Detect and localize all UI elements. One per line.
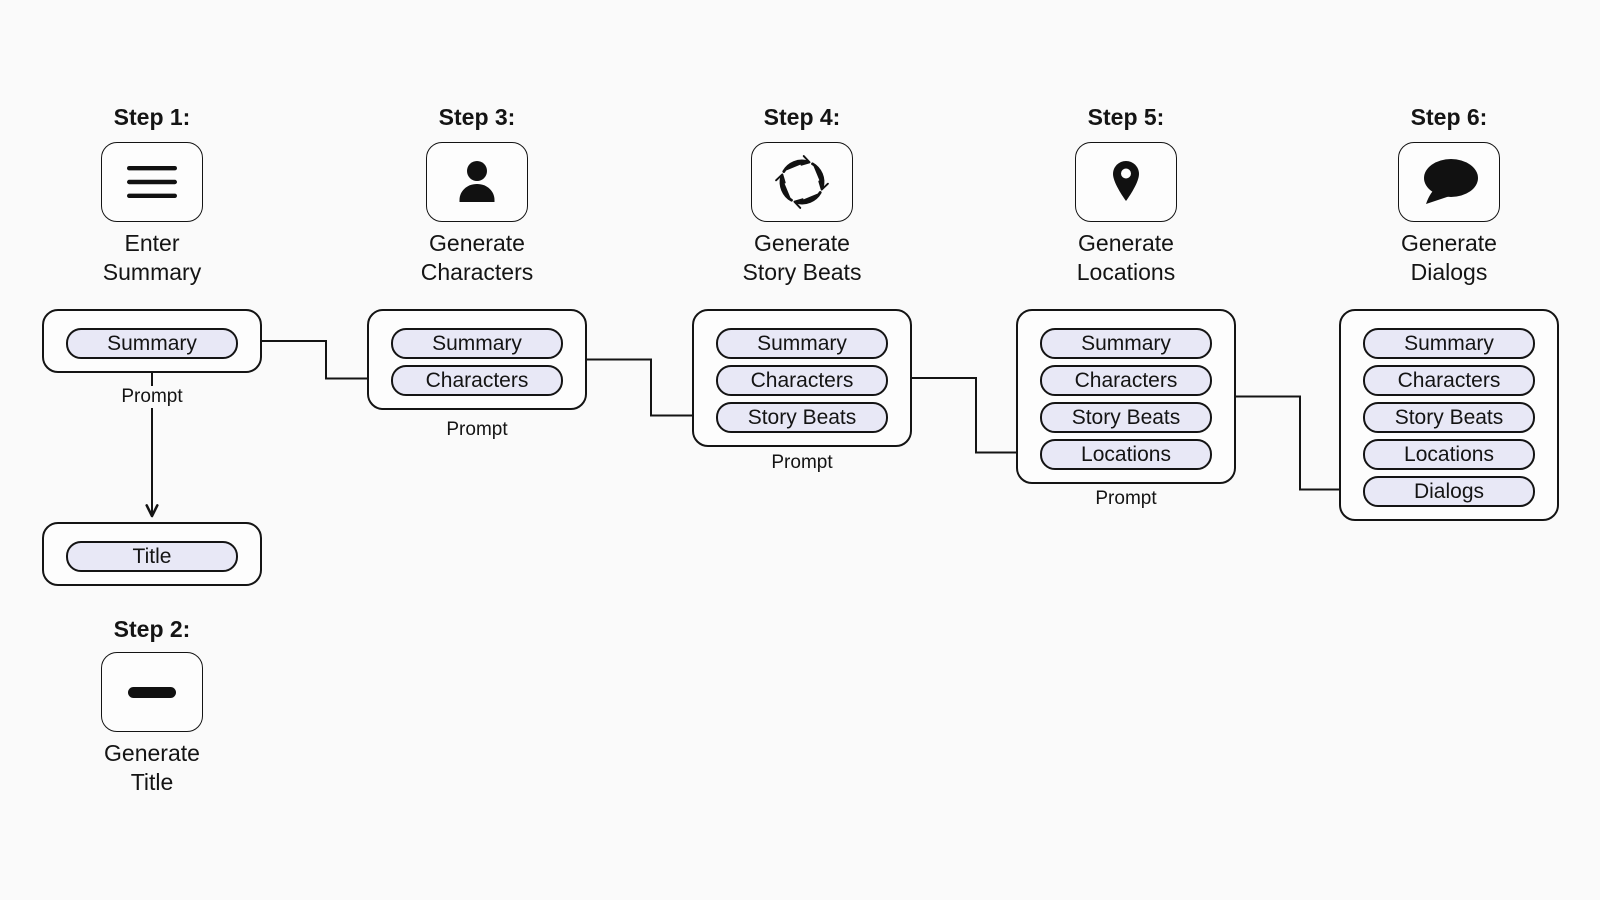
pill-summary: Summary [391,328,563,359]
pill-story-beats: Story Beats [716,402,888,433]
pill-summary: Summary [1040,328,1212,359]
step3-icon-box [426,142,528,222]
step5-prompt-label: Prompt [1095,488,1157,509]
dash-icon [128,686,176,698]
step3-prompt-label: Prompt [446,419,508,440]
connector-step5-to-step6 [1236,395,1361,497]
step1-title: Step 1: [113,104,191,130]
pill-title: Title [66,541,238,572]
connector-step1-to-step3 [262,340,389,386]
step5-icon-box [1075,142,1177,222]
step6-caption: Generate Dialogs [1401,230,1497,285]
step5-title: Step 5: [1087,104,1165,130]
title-box: Title [42,522,262,586]
step4-prompt-box: Summary Characters Story Beats [692,309,912,447]
pill-summary: Summary [716,328,888,359]
step3-title: Step 3: [438,104,516,130]
pill-locations: Locations [1363,439,1535,470]
pill-locations: Locations [1040,439,1212,470]
pill-characters: Characters [1040,365,1212,396]
step5-prompt-box: Summary Characters Story Beats Locations [1016,309,1236,484]
cycle-arrows-icon [775,155,829,209]
step1-prompt-label: Prompt [114,386,190,408]
step1-icon-box [101,142,203,222]
step4-prompt-label: Prompt [771,452,833,473]
step3-prompt-box: Summary Characters [367,309,587,410]
step4-icon-box [751,142,853,222]
step2-icon-box [101,652,203,732]
step2-caption: Generate Title [104,740,200,795]
pill-dialogs: Dialogs [1363,476,1535,507]
step5-caption: Generate Locations [1076,230,1176,285]
pill-summary: Summary [66,328,238,359]
location-pin-icon [1113,161,1139,201]
speech-bubble-icon [1424,159,1478,204]
step2-title: Step 2: [113,616,191,642]
step1-prompt-box: Summary [42,309,262,373]
connector-step4-to-step5 [912,377,1038,460]
step6-title: Step 6: [1410,104,1488,130]
pill-characters: Characters [716,365,888,396]
step3-caption: Generate Characters [420,230,534,285]
person-icon [459,161,495,202]
pill-characters: Characters [1363,365,1535,396]
step1-caption: Enter Summary [102,230,202,285]
step6-prompt-box: Summary Characters Story Beats Locations… [1339,309,1559,521]
hamburger-icon [127,166,177,198]
connector-step3-to-step4 [587,358,714,423]
pill-characters: Characters [391,365,563,396]
step6-icon-box [1398,142,1500,222]
pill-story-beats: Story Beats [1363,402,1535,433]
step4-caption: Generate Story Beats [742,230,862,285]
pill-story-beats: Story Beats [1040,402,1212,433]
step4-title: Step 4: [763,104,841,130]
pill-summary: Summary [1363,328,1535,359]
